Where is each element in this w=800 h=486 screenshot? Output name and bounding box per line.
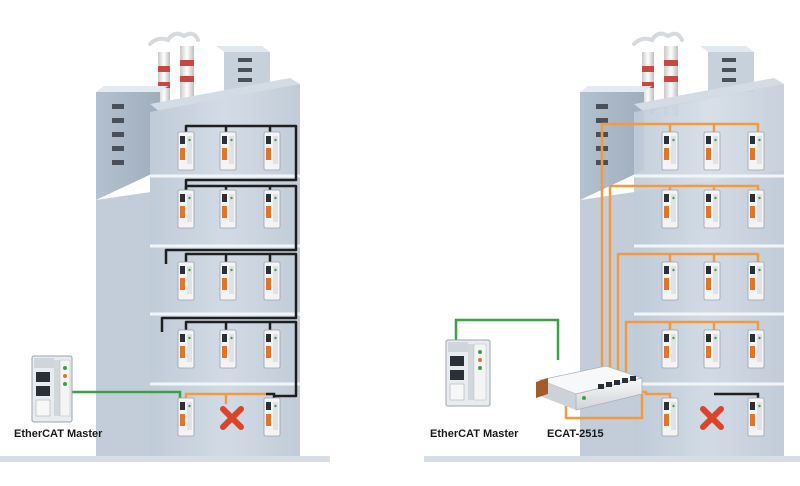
left-master-label: EtherCAT Master (14, 428, 103, 440)
io-module-icon (263, 261, 281, 301)
io-module-icon (219, 189, 237, 229)
io-module-icon (747, 329, 765, 369)
io-module-icon (661, 261, 679, 301)
red-x-icon (220, 406, 244, 430)
ethercat-switch-icon (536, 365, 644, 411)
io-module-icon (263, 329, 281, 369)
red-x-icon (700, 406, 724, 430)
io-module-icon (703, 189, 721, 229)
io-module-icon (263, 131, 281, 171)
io-module-icon (177, 189, 195, 229)
io-module-icon (263, 397, 281, 437)
right-master-link-cable (454, 318, 560, 360)
right-rear-windows (722, 58, 736, 82)
io-module-icon (177, 261, 195, 301)
io-module-icon (661, 131, 679, 171)
io-module-icon (219, 261, 237, 301)
plc-controller-icon (445, 339, 491, 407)
left-annex-windows (112, 104, 124, 165)
plc-controller-icon (31, 355, 73, 423)
io-module-icon (263, 189, 281, 229)
left-io-modules (177, 131, 281, 437)
io-module-icon (703, 131, 721, 171)
io-module-icon (703, 261, 721, 301)
right-io-modules (661, 131, 765, 437)
io-module-icon (177, 397, 195, 437)
left-floor-lines (150, 174, 300, 386)
io-module-icon (747, 189, 765, 229)
io-module-icon (219, 329, 237, 369)
switch-label: ECAT-2515 (547, 428, 604, 440)
io-module-icon (747, 261, 765, 301)
io-module-icon (177, 329, 195, 369)
right-floor-lines (634, 174, 784, 386)
left-daisy-chain-cable (160, 124, 298, 398)
io-module-icon (661, 329, 679, 369)
io-module-icon (703, 329, 721, 369)
io-module-icon (661, 189, 679, 229)
io-module-icon (177, 131, 195, 171)
io-module-icon (747, 397, 765, 437)
io-module-icon (219, 131, 237, 171)
io-module-icon (661, 397, 679, 437)
left-rear-windows (238, 58, 252, 82)
io-module-icon (747, 131, 765, 171)
right-master-label: EtherCAT Master (430, 428, 519, 440)
